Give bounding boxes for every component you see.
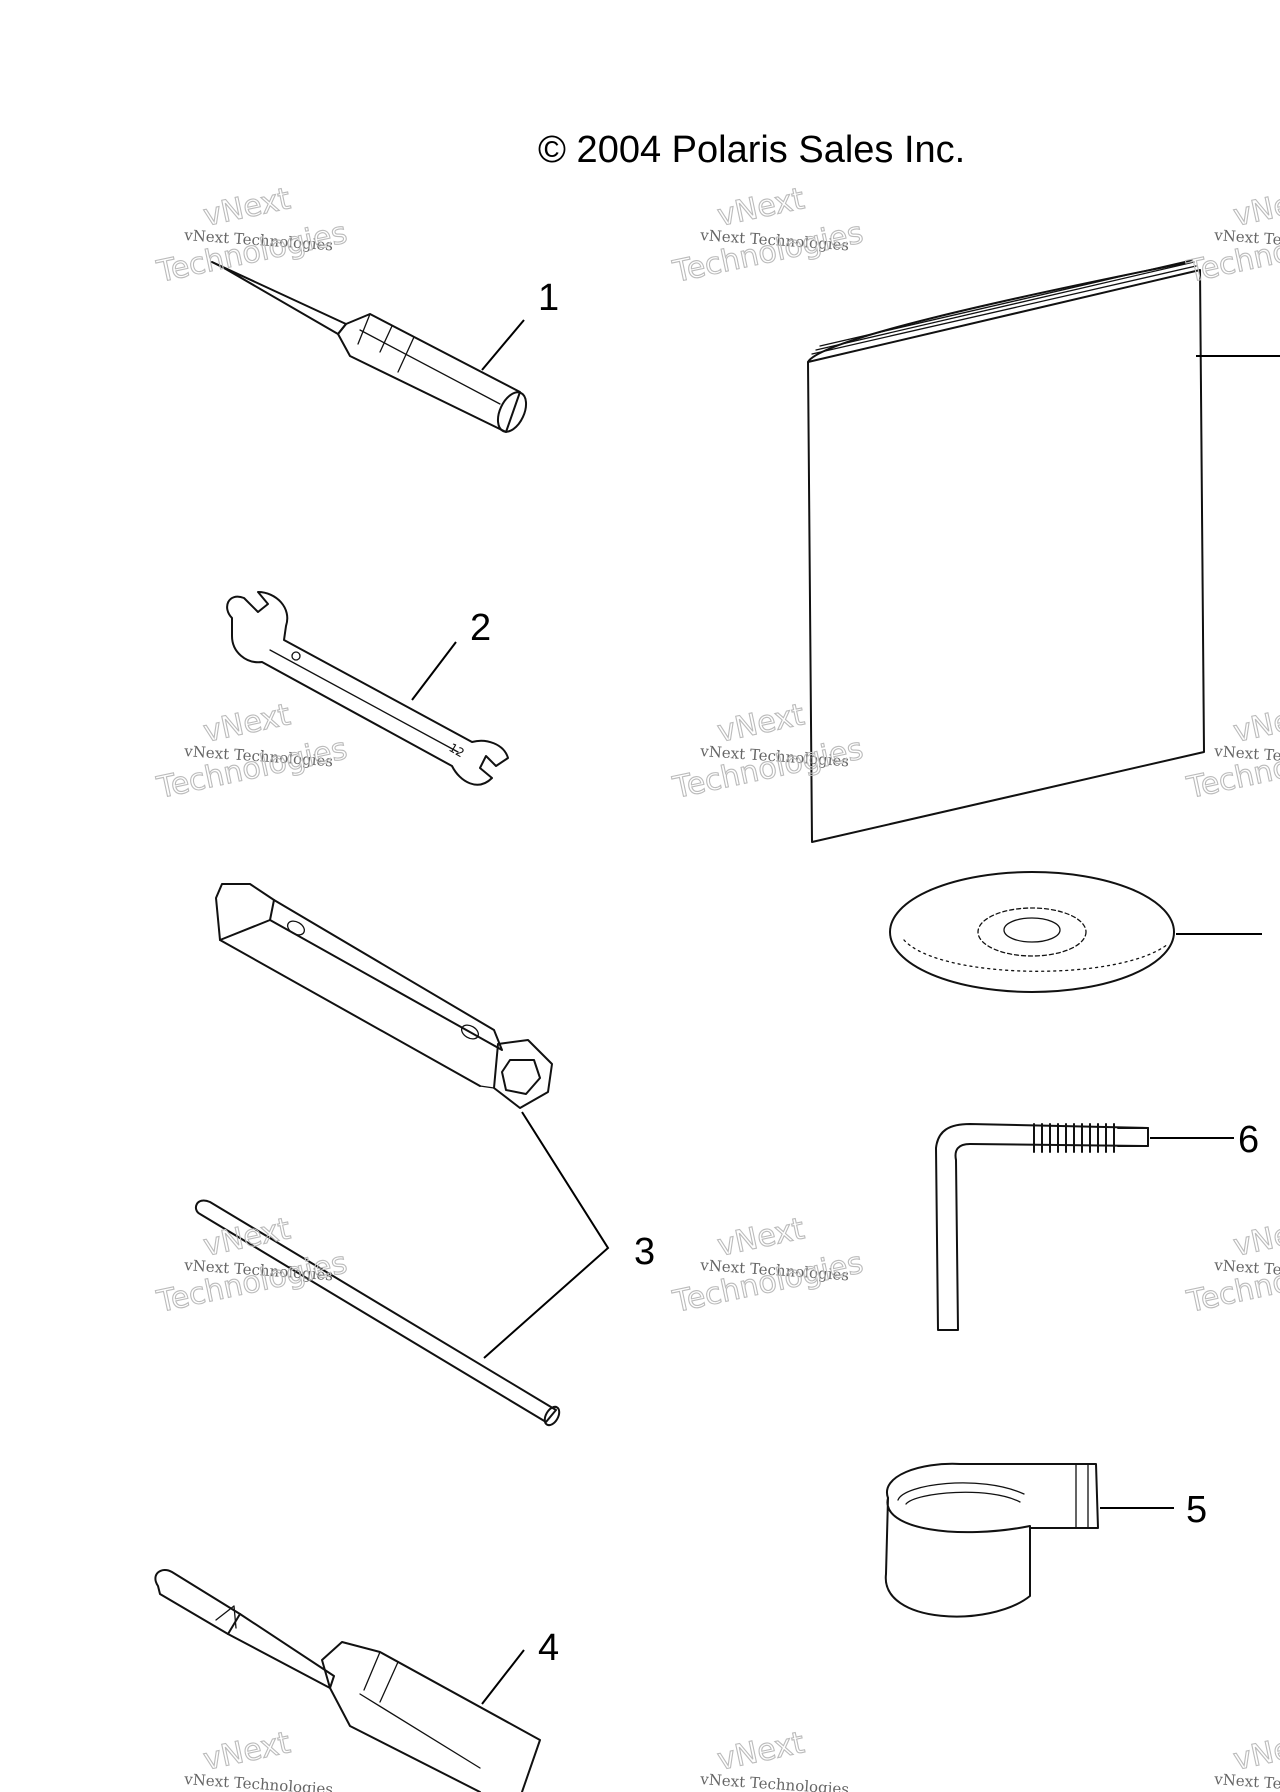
svg-text:vNext: vNext xyxy=(200,1725,293,1778)
watermark: vNext vNext Technologies Technologies xyxy=(1183,181,1280,291)
svg-text:12: 12 xyxy=(447,740,467,760)
svg-text:vNext: vNext xyxy=(200,1211,293,1264)
callout-2: 2 xyxy=(470,607,491,649)
svg-text:vNext: vNext xyxy=(1230,181,1280,234)
callout-1: 1 xyxy=(538,277,559,319)
part-strap-roll xyxy=(884,1462,1099,1618)
callout-4: 4 xyxy=(538,1627,559,1669)
svg-text:Technologies: Technologies xyxy=(669,1246,866,1321)
callout-5: 5 xyxy=(1186,1489,1207,1531)
watermark: vNext vNext Technologies Technologies xyxy=(153,1211,351,1321)
watermark: vNext vNext Technologies Technologies xyxy=(153,181,351,291)
svg-text:vNext: vNext xyxy=(714,697,807,750)
watermark: vNext vNext Technologies Technologies xyxy=(153,697,351,807)
watermark: vNext vNext Technologies Technologies xyxy=(669,697,867,807)
watermark: vNext vNext Technologies Technologies xyxy=(669,181,867,291)
svg-text:Technologies: Technologies xyxy=(669,216,866,291)
svg-text:vNext: vNext xyxy=(1230,697,1280,750)
watermark: vNext vNext Technologies xyxy=(1213,1725,1280,1792)
svg-text:Technologies: Technologies xyxy=(669,732,866,807)
part-open-end-wrench: 12 xyxy=(226,591,509,786)
part-box-wrench xyxy=(215,883,553,1109)
part-owners-manual xyxy=(807,259,1205,843)
callout-3: 3 xyxy=(634,1231,655,1273)
leader-line-3 xyxy=(483,1111,610,1359)
svg-text:vNext: vNext xyxy=(200,697,293,750)
copyright-text: © 2004 Polaris Sales Inc. xyxy=(538,129,965,171)
watermark: vNext vNext Technologies Technologies xyxy=(1183,697,1280,807)
svg-text:vNext Technologies: vNext Technologies xyxy=(1213,1770,1280,1792)
watermark: vNext vNext Technologies xyxy=(699,1725,850,1792)
svg-text:vNext: vNext xyxy=(1230,1211,1280,1264)
svg-text:Technologies: Technologies xyxy=(153,216,350,291)
svg-text:vNext: vNext xyxy=(714,1725,807,1778)
svg-text:vNext: vNext xyxy=(714,1211,807,1264)
leader-line-4 xyxy=(481,1649,525,1705)
svg-text:Technologies: Technologies xyxy=(153,1246,350,1321)
leader-line-2 xyxy=(411,641,457,701)
svg-text:vNext: vNext xyxy=(714,181,807,234)
svg-text:vNext Technologies: vNext Technologies xyxy=(699,1770,850,1792)
svg-text:vNext: vNext xyxy=(200,181,293,234)
watermark: vNext vNext Technologies Technologies xyxy=(1183,1211,1280,1321)
svg-text:vNext: vNext xyxy=(1230,1725,1280,1778)
part-socket-driver xyxy=(154,1568,541,1792)
svg-text:Technologies: Technologies xyxy=(153,732,350,807)
leader-line-1 xyxy=(481,319,525,371)
callout-6: 6 xyxy=(1238,1119,1259,1161)
part-tommy-bar xyxy=(194,1199,561,1427)
part-screwdriver xyxy=(211,261,528,433)
part-hex-key xyxy=(935,1123,1149,1331)
svg-text:vNext Technologies: vNext Technologies xyxy=(183,1770,334,1792)
watermark: vNext vNext Technologies xyxy=(183,1725,334,1792)
part-cd-rom xyxy=(889,871,1175,993)
watermark: vNext vNext Technologies Technologies xyxy=(669,1211,867,1321)
